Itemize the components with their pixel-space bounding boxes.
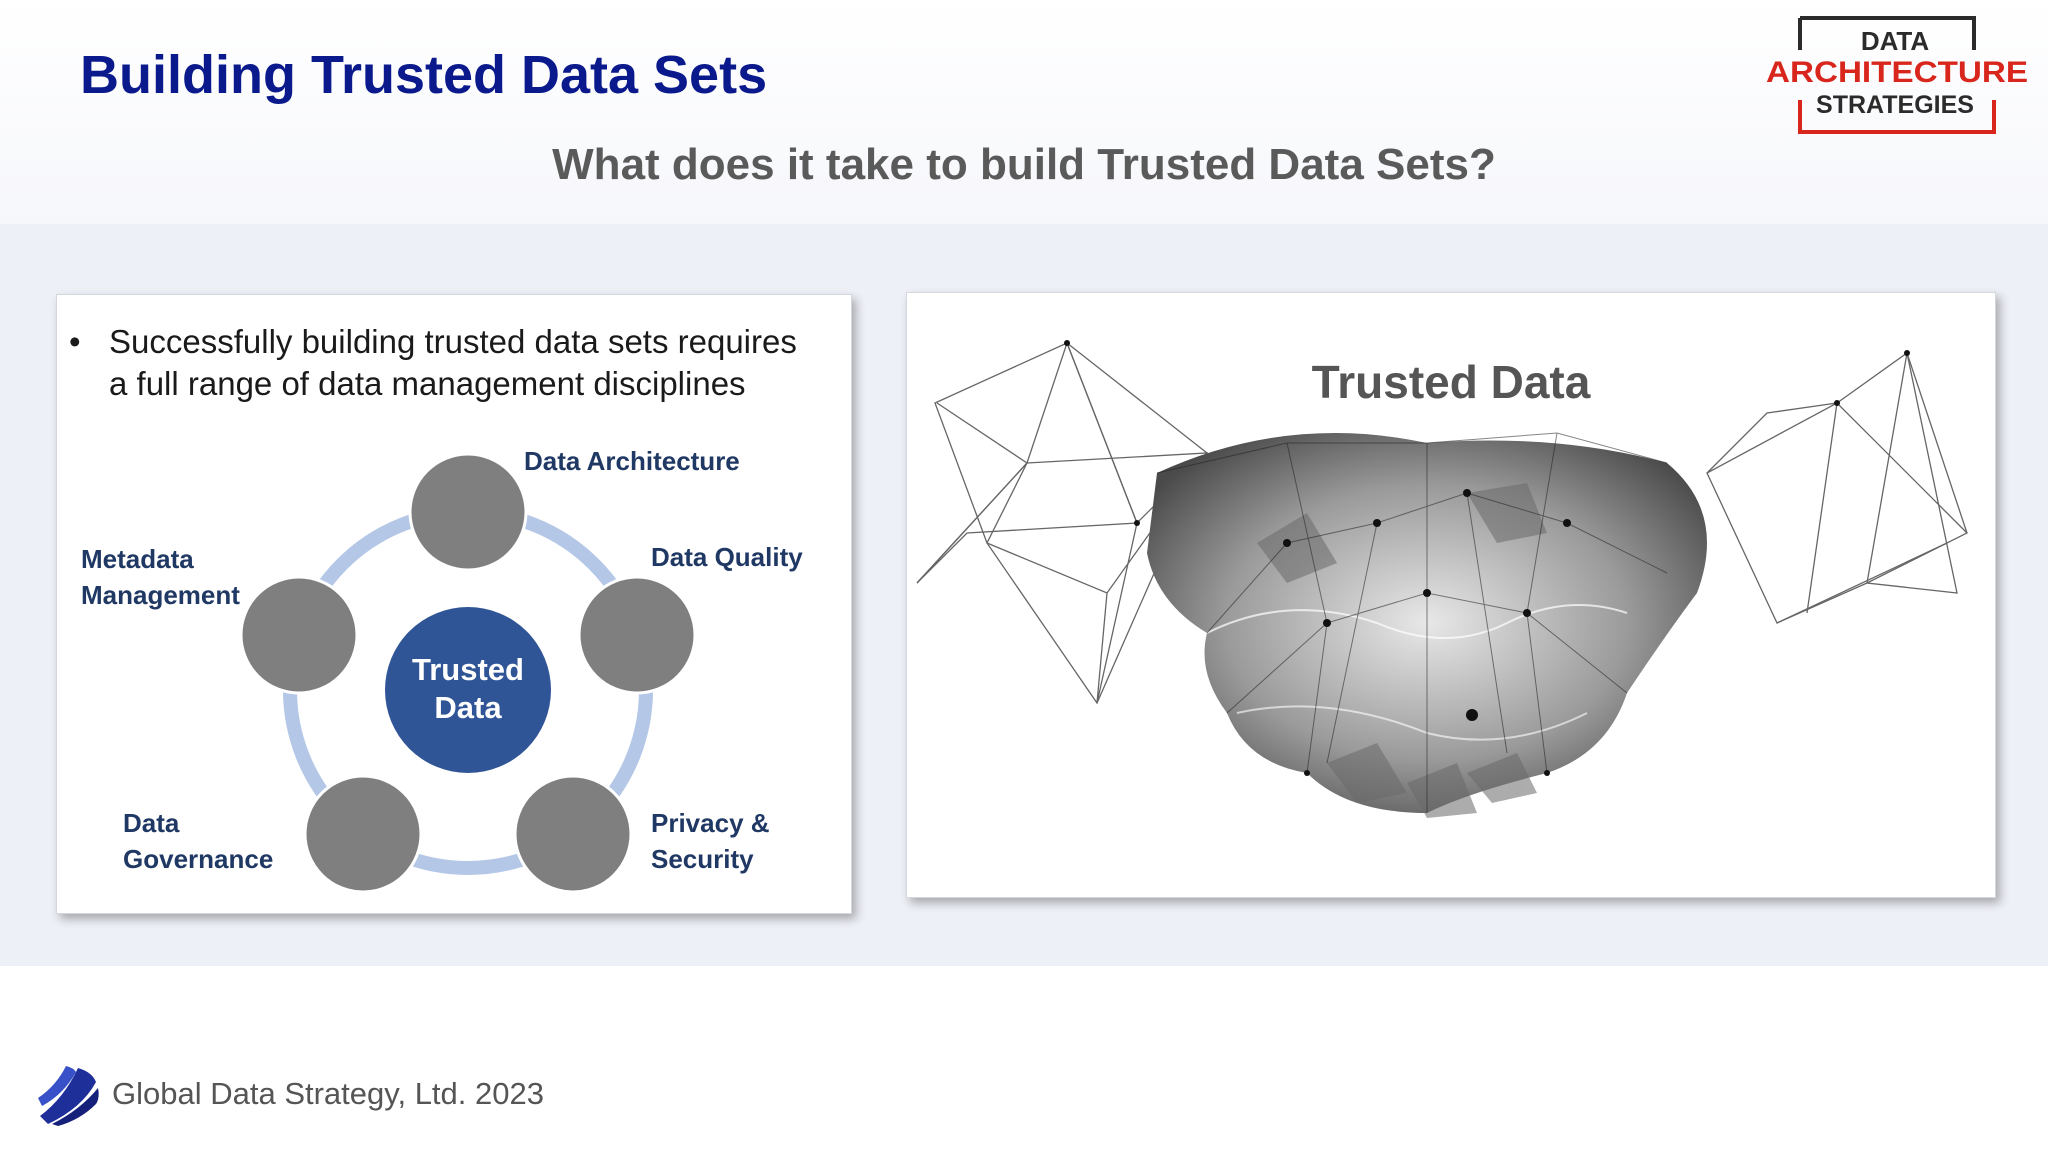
node-metadata-management <box>239 575 359 695</box>
node-privacy-security <box>513 774 633 894</box>
slide-subtitle: What does it take to build Trusted Data … <box>552 140 1496 189</box>
global-data-strategy-logo-icon <box>38 1066 99 1126</box>
label-governance-line1: Data <box>123 808 180 838</box>
disciplines-panel: • Successfully building trusted data set… <box>56 294 852 914</box>
label-governance-line2: Governance <box>123 844 274 874</box>
hub-label: Trusted Data <box>398 651 538 727</box>
hub-circle <box>385 607 551 773</box>
hub-label-line1: Trusted <box>412 652 524 687</box>
label-metadata-line2: Management <box>81 580 240 610</box>
label-data-quality: Data Quality <box>651 542 803 572</box>
logo-line1: DATA <box>1861 26 1930 56</box>
footer-copyright: Global Data Strategy, Ltd. 2023 <box>112 1076 544 1111</box>
bullet-icon: • <box>69 323 81 360</box>
label-privacy-line1: Privacy & <box>651 808 770 838</box>
logo-line3: STRATEGIES <box>1816 91 1974 119</box>
label-privacy-security: Privacy & Security <box>651 805 770 877</box>
handshake-wireframe-image <box>916 340 1969 818</box>
label-metadata-management: Metadata Management <box>81 541 240 613</box>
hub-label-line2: Data <box>434 690 502 725</box>
label-privacy-line2: Security <box>651 844 754 874</box>
logo-line2: ARCHITECTURE <box>1766 56 2028 89</box>
label-metadata-line1: Metadata <box>81 544 194 574</box>
node-data-architecture <box>408 452 528 572</box>
header-background <box>0 0 2048 224</box>
label-data-architecture: Data Architecture <box>524 446 740 476</box>
node-data-governance <box>303 774 423 894</box>
trusted-data-image-panel: Trusted Data <box>906 292 1996 898</box>
trusted-data-image-title: Trusted Data <box>1311 356 1591 408</box>
label-data-governance: Data Governance <box>123 805 273 877</box>
data-architecture-strategies-logo: DATA ARCHITECTURE STRATEGIES <box>1766 16 2028 134</box>
node-data-quality <box>577 575 697 695</box>
disciplines-cycle-diagram <box>239 452 697 894</box>
slide-title: Building Trusted Data Sets <box>80 45 768 105</box>
bullet-text: Successfully building trusted data sets … <box>109 323 797 402</box>
